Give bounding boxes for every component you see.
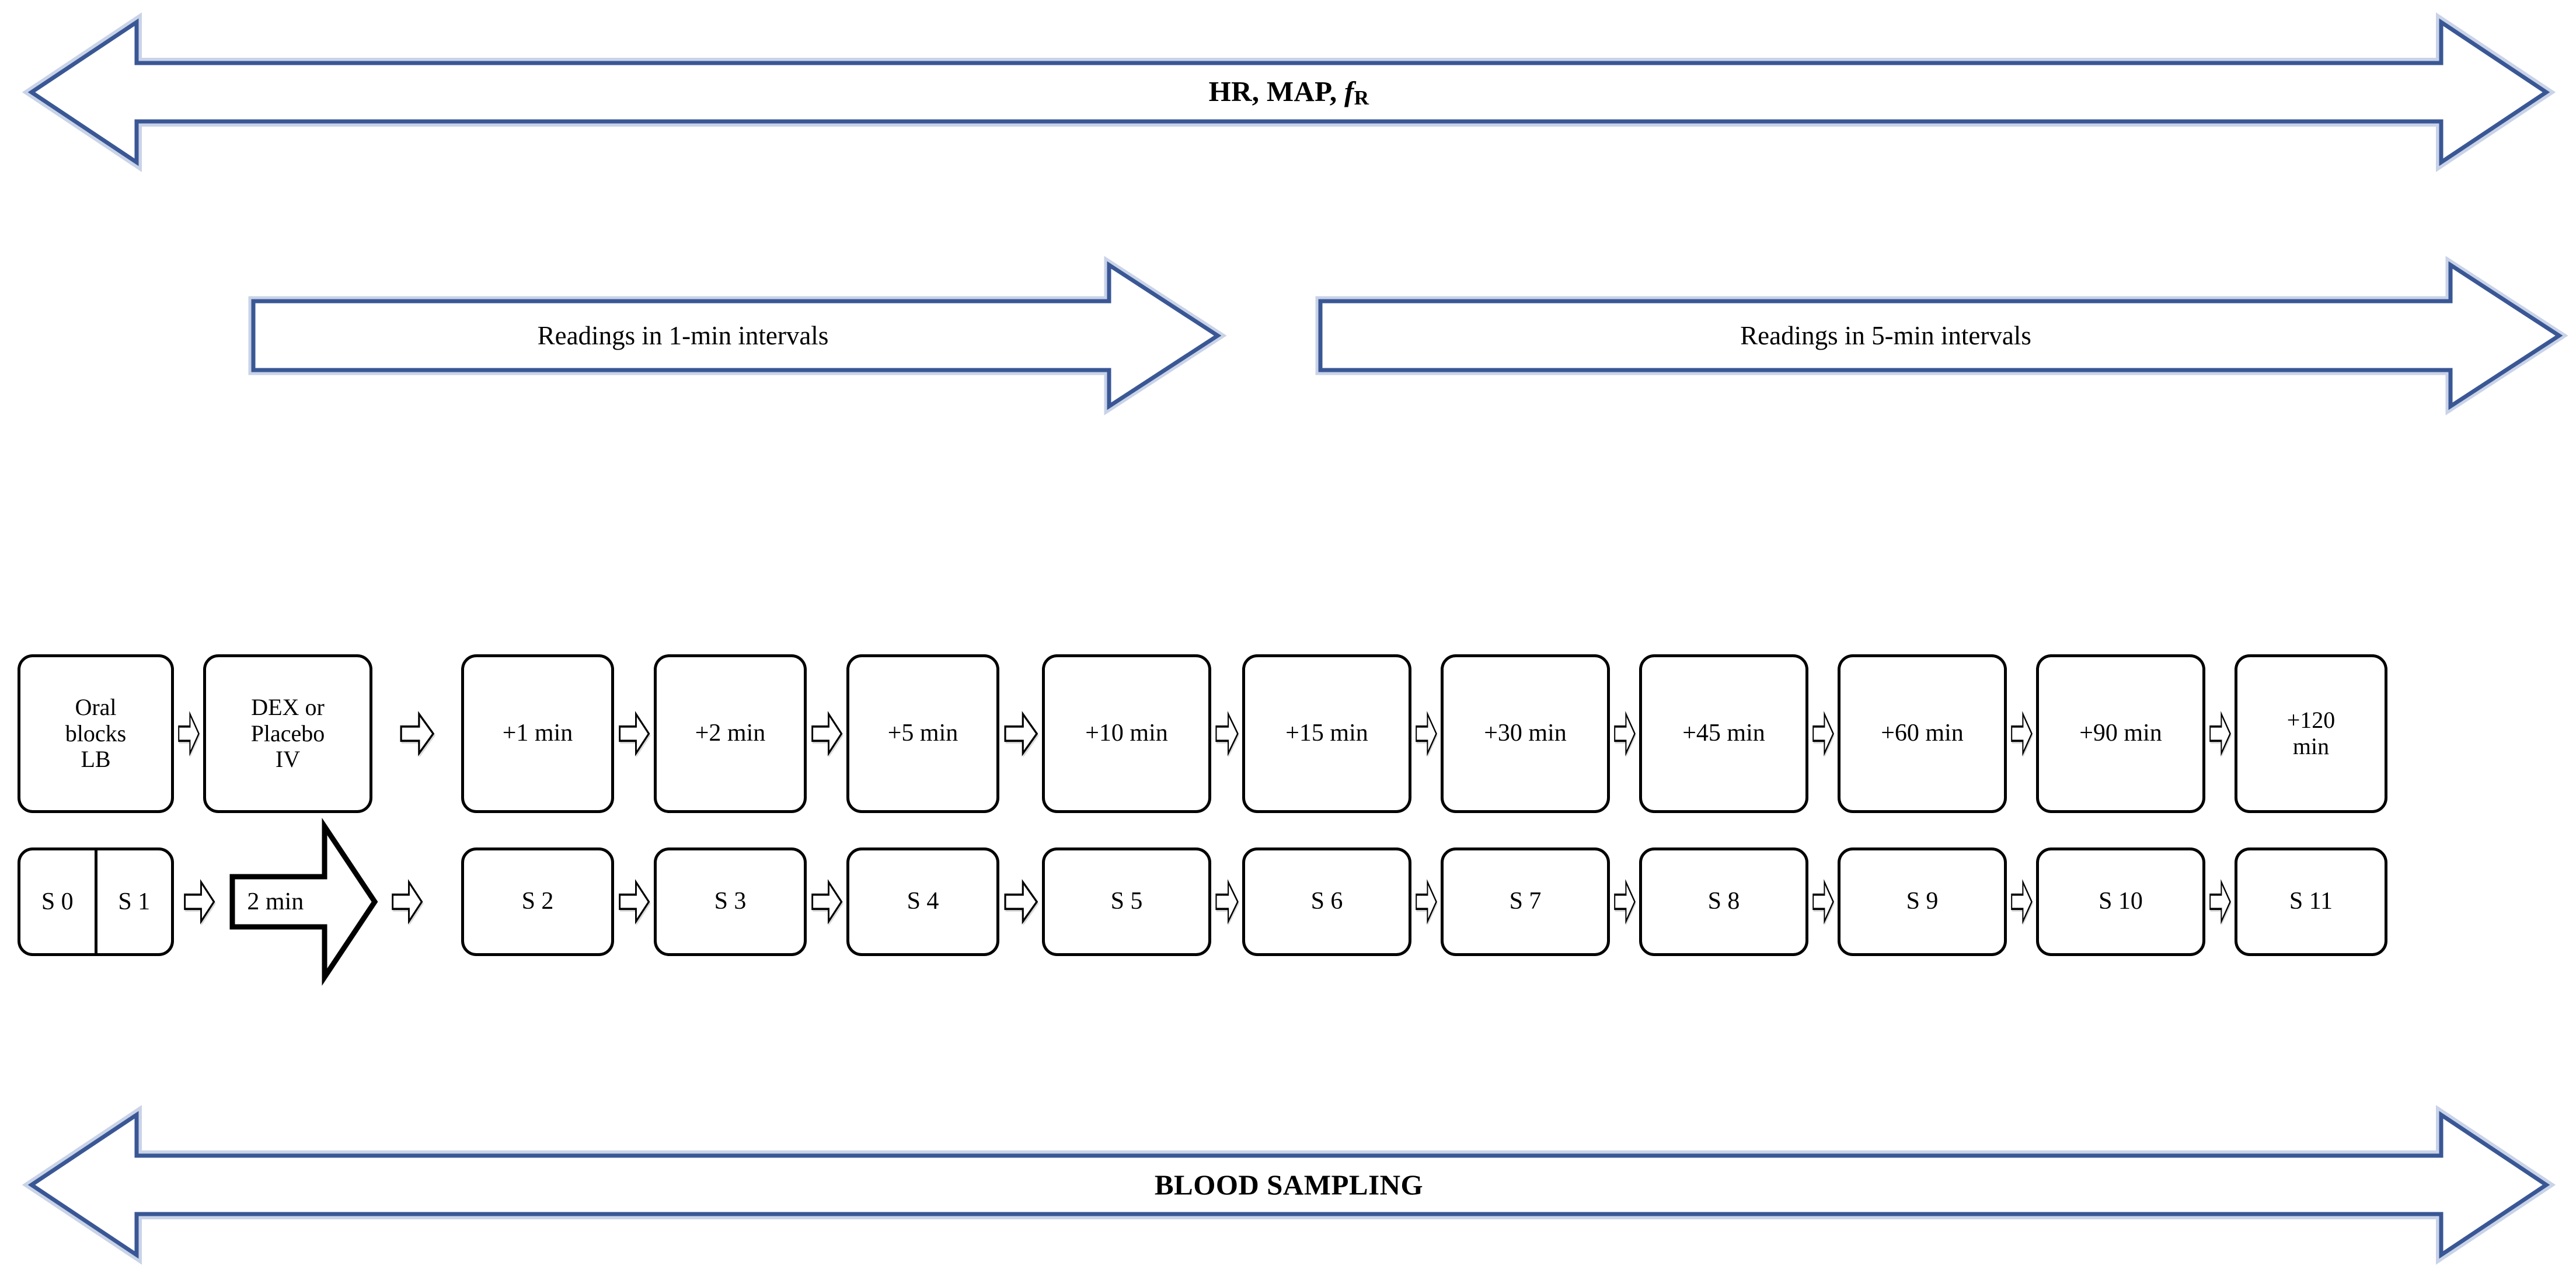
sample-box-label: S 7 bbox=[1509, 888, 1542, 915]
timepoint-box-t-plus-15-min[interactable]: +15 min bbox=[1242, 654, 1411, 813]
timepoint-box-label: +1 min bbox=[502, 720, 573, 747]
sample-split-box-s0-s1[interactable]: S 0 S 1 bbox=[18, 847, 174, 956]
sample-box-label: S 9 bbox=[1906, 888, 1939, 915]
sample-connector-arrow-9 bbox=[1811, 875, 1835, 929]
sample-connector-arrow-10 bbox=[2010, 875, 2033, 929]
timepoint-box-t-plus-2-min[interactable]: +2 min bbox=[654, 654, 807, 813]
sample-box-label: S 3 bbox=[714, 888, 747, 915]
timeline-connector-arrow-4 bbox=[810, 707, 843, 761]
timepoint-box-label: +5 min bbox=[887, 720, 958, 747]
timepoint-box-t-plus-90-min[interactable]: +90 min bbox=[2036, 654, 2205, 813]
readings-1min-banner-arrow: Readings in 1-min intervals bbox=[245, 256, 1227, 416]
timeline-connector-arrow-2 bbox=[398, 707, 435, 761]
sample-box-label: S 6 bbox=[1310, 888, 1343, 915]
timepoint-box-label: +90 min bbox=[2079, 720, 2162, 747]
blood-sampling-banner-arrow: BLOOD SAMPLING bbox=[14, 1097, 2564, 1272]
timepoint-box-label: +10 min bbox=[1085, 720, 1168, 747]
timeline-connector-arrow-3 bbox=[617, 707, 651, 761]
readings-5min-banner-arrow: Readings in 5-min intervals bbox=[1312, 256, 2568, 416]
sample-connector-arrow-2 bbox=[390, 875, 424, 929]
sample-connector-arrow-5 bbox=[1002, 875, 1039, 929]
sample-box-label: S 5 bbox=[1110, 888, 1143, 915]
sample-box-s11[interactable]: S 11 bbox=[2235, 847, 2387, 956]
timeline-connector-arrow-7 bbox=[1414, 707, 1438, 761]
timeline-connector-arrow-1 bbox=[177, 707, 200, 761]
sample-connector-arrow-4 bbox=[810, 875, 843, 929]
timepoint-box-t-plus-60-min[interactable]: +60 min bbox=[1838, 654, 2007, 813]
timepoint-box-t-plus-10-min[interactable]: +10 min bbox=[1042, 654, 1211, 813]
sample-box-s7[interactable]: S 7 bbox=[1441, 847, 1610, 956]
timepoint-box-label: +45 min bbox=[1682, 720, 1765, 747]
monitoring-banner-arrow: HR, MAP, fR bbox=[14, 5, 2564, 180]
interval-block-arrow-two-min-arrow: 2 min bbox=[226, 818, 379, 986]
sample-box-s4[interactable]: S 4 bbox=[846, 847, 999, 956]
timeline-connector-arrow-10 bbox=[2010, 707, 2033, 761]
timeline-connector-arrow-9 bbox=[1811, 707, 1835, 761]
sample-box-label: S 10 bbox=[2099, 888, 2143, 915]
timepoint-box-t-plus-30-min[interactable]: +30 min bbox=[1441, 654, 1610, 813]
sample-connector-arrow-6 bbox=[1214, 875, 1239, 929]
sample-connector-arrow-1 bbox=[182, 875, 216, 929]
sample-box-s2[interactable]: S 2 bbox=[461, 847, 614, 956]
sample-box-label: S 2 bbox=[521, 888, 554, 915]
timeline-connector-arrow-6 bbox=[1214, 707, 1239, 761]
sample-connector-arrow-3 bbox=[617, 875, 651, 929]
timepoint-box-t-plus-45-min[interactable]: +45 min bbox=[1639, 654, 1808, 813]
sample-connector-arrow-11 bbox=[2208, 875, 2232, 929]
timepoint-box-label: +15 min bbox=[1285, 720, 1368, 747]
timeline-connector-arrow-11 bbox=[2208, 707, 2232, 761]
sample-box-s1[interactable]: S 1 bbox=[94, 850, 172, 953]
timepoint-box-t-plus-1-min[interactable]: +1 min bbox=[461, 654, 614, 813]
sample-box-s9[interactable]: S 9 bbox=[1838, 847, 2007, 956]
sample-box-label: S 0 bbox=[41, 888, 74, 915]
sample-box-s10[interactable]: S 10 bbox=[2036, 847, 2205, 956]
sample-box-label: S 8 bbox=[1707, 888, 1740, 915]
timeline-connector-arrow-8 bbox=[1613, 707, 1636, 761]
sample-box-s0[interactable]: S 0 bbox=[20, 850, 95, 953]
sample-connector-arrow-7 bbox=[1414, 875, 1438, 929]
sample-box-label: S 1 bbox=[118, 888, 151, 915]
timepoint-box-label: +60 min bbox=[1881, 720, 1964, 747]
timeline-connector-arrow-5 bbox=[1002, 707, 1039, 761]
timepoint-box-label: +30 min bbox=[1484, 720, 1567, 747]
sample-box-s5[interactable]: S 5 bbox=[1042, 847, 1211, 956]
sample-box-s8[interactable]: S 8 bbox=[1639, 847, 1808, 956]
sample-box-label: S 4 bbox=[907, 888, 939, 915]
sample-box-s3[interactable]: S 3 bbox=[654, 847, 807, 956]
sample-box-label: S 11 bbox=[2289, 888, 2333, 915]
sample-box-s6[interactable]: S 6 bbox=[1242, 847, 1411, 956]
sample-connector-arrow-8 bbox=[1613, 875, 1636, 929]
timepoint-box-label: +2 min bbox=[695, 720, 766, 747]
timepoint-box-t-plus-5-min[interactable]: +5 min bbox=[846, 654, 999, 813]
